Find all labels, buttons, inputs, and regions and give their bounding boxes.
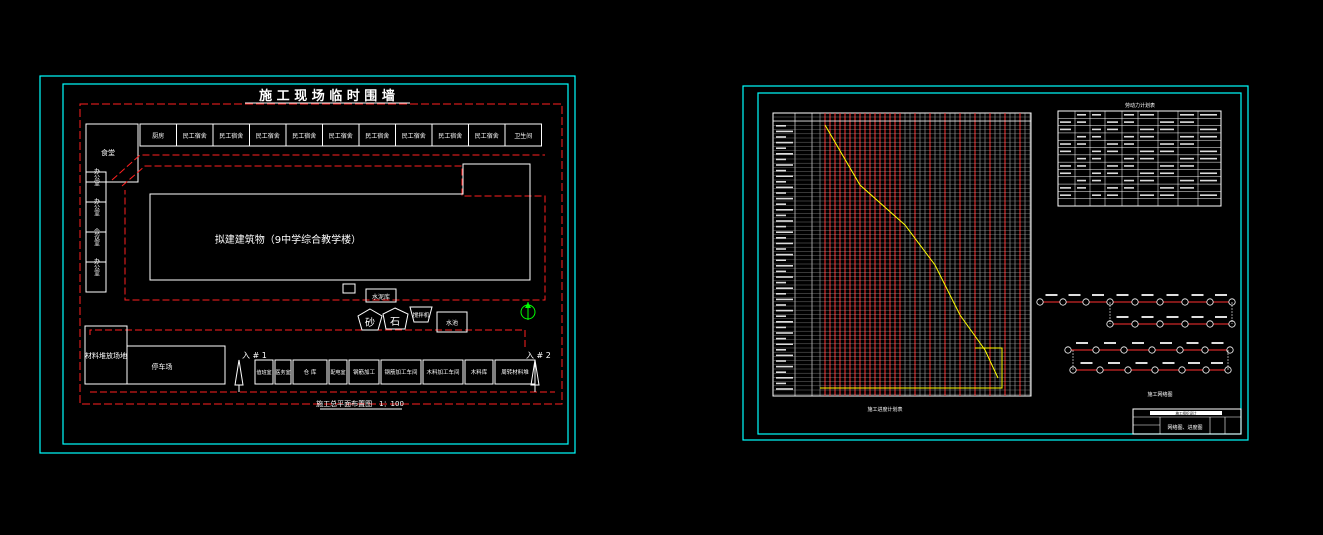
schedule-outer-frame — [742, 85, 1249, 441]
parking-lot — [126, 345, 226, 385]
sheet-outer-frame — [39, 75, 576, 454]
facility-room — [254, 359, 274, 385]
facility-room — [464, 359, 494, 385]
facility-room-label: 周转材料堆 — [501, 368, 529, 376]
canteen-label: 食堂 — [101, 148, 115, 157]
proposed-building — [149, 163, 531, 281]
facility-room — [328, 359, 348, 385]
temporary-fence — [79, 103, 563, 405]
labor-table — [1057, 110, 1222, 207]
gate-1-symbol — [234, 359, 244, 392]
facility-room-label: 配电室 — [330, 369, 345, 376]
canteen-block — [85, 123, 139, 183]
dorm-room-label: 卫生间 — [514, 132, 532, 140]
gate-1-label: 入 # 1 — [242, 351, 267, 360]
title-block: 施工组织设计 网络图、进度图 — [1132, 408, 1242, 435]
dorm-room-label: 民工宿舍 — [292, 132, 316, 140]
dorm-room-label: 民工宿舍 — [365, 132, 389, 140]
mixer — [409, 306, 433, 323]
facility-room-label: 值班室 — [256, 369, 271, 376]
facility-room-label: 钢筋加工车间 — [384, 368, 417, 376]
water-tank — [342, 283, 356, 294]
schedule-sheet: 施工进度计划表 劳动力计划表 施工网络图 施工组织设计 网络图、进度图 — [742, 85, 1249, 441]
sand-label: 砂 — [365, 316, 375, 329]
stone-label: 石 — [390, 317, 400, 328]
storage-yard-label: 材料堆放场地 — [85, 351, 127, 360]
sheet-inner-frame — [62, 83, 569, 445]
titleblock-project: 施工组织设计 — [1176, 411, 1197, 416]
titleblock-drawing-name: 网络图、进度图 — [1167, 424, 1202, 431]
facility-room — [494, 359, 536, 385]
cement-warehouse — [365, 288, 397, 303]
dorm-room-label: 民工宿舍 — [438, 132, 462, 140]
dorm-room-label: 民工宿舍 — [475, 132, 499, 140]
internal-road-upper — [111, 154, 545, 181]
internal-road-lower — [89, 329, 526, 350]
schedule-inner-frame — [757, 92, 1242, 435]
internal-road — [121, 165, 546, 301]
facility-room — [380, 359, 422, 385]
gantt-table-frame — [772, 112, 1032, 397]
labor-table-title: 劳动力计划表 — [1125, 102, 1155, 109]
facility-room — [292, 359, 328, 385]
office-room-label: 办公室 — [93, 197, 100, 216]
facility-room-label: 钢筋加工 — [353, 368, 376, 376]
site-plan-title: 施 工 现 场 临 时 围 墙 — [259, 88, 395, 104]
cement-warehouse-label: 水泥库 — [372, 293, 390, 301]
site-plan-caption: 施工总平面布置图 1：100 — [316, 399, 404, 408]
dorm-room — [504, 123, 542, 147]
schedule-progress-line — [824, 124, 999, 379]
network-diagram — [1036, 294, 1236, 374]
office-room-label: 办公室 — [93, 257, 100, 276]
water-pool — [436, 311, 468, 333]
schedule-bottom-bar — [820, 347, 1003, 389]
office-room — [85, 261, 107, 293]
sand-pile — [357, 308, 383, 331]
facility-room-label: 仓 库 — [304, 368, 317, 376]
office-room-label: 办公室 — [93, 167, 100, 186]
dorm-room-label: 厨房 — [152, 132, 164, 140]
proposed-building-label: 拟建建筑物（9中学综合教学楼） — [215, 233, 361, 246]
dorm-room-label: 民工宿舍 — [183, 132, 207, 140]
parking-label: 停车场 — [152, 362, 173, 371]
dorm-room-label: 民工宿舍 — [256, 132, 280, 140]
north-arrow — [520, 302, 536, 320]
site-plan-sheet: 施 工 现 场 临 时 围 墙 厨房 民工宿舍 民工宿舍 民工宿舍 民工宿舍 民工宿舍 民工… — [39, 75, 576, 454]
dorm-row: 厨房 民工宿舍 民工宿舍 民工宿舍 民工宿舍 民工宿舍 民工宿舍 民工宿舍 民工宿舍 民工宿舍 卫生… — [139, 123, 542, 147]
gate-2-label: 入 # 2 — [526, 351, 551, 360]
office-room-label: 会议室 — [93, 227, 100, 246]
facility-room — [422, 359, 464, 385]
facility-room — [348, 359, 380, 385]
gantt-grid — [773, 113, 1031, 396]
facility-room-label: 木料库 — [471, 368, 488, 376]
gantt-chart-title: 施工进度计划表 — [867, 406, 902, 413]
facility-room — [274, 359, 292, 385]
bottom-facility-row: 值班室医务室 仓 库 配电室 钢筋加工钢筋加工车间 木料加工车间 木料库 周转材料堆 — [254, 359, 536, 385]
facility-room-label: 木料加工车间 — [426, 368, 459, 376]
stone-pile — [382, 307, 409, 330]
facility-room-label: 医务室 — [275, 369, 290, 376]
gate-2-symbol — [530, 359, 540, 392]
dorm-room-label: 民工宿舍 — [329, 132, 353, 140]
dorm-room-label: 民工宿舍 — [402, 132, 426, 140]
network-diagram-title: 施工网络图 — [1147, 391, 1172, 398]
water-pool-label: 水池 — [446, 319, 458, 327]
mixer-label: 搅拌机 — [413, 311, 430, 319]
dorm-room-label: 民工宿舍 — [219, 132, 243, 140]
